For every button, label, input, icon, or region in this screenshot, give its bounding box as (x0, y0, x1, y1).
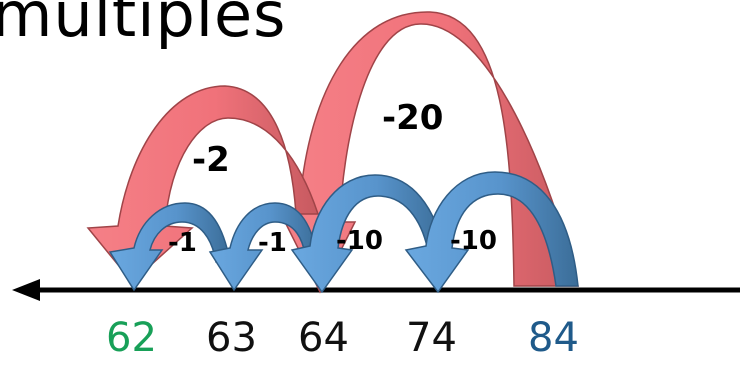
jump-arrow-minus-1-second (208, 202, 319, 292)
jump-label-minus-10-first: -10 (336, 226, 383, 256)
number-label-63: 63 (206, 315, 257, 361)
jump-label-minus-2: -2 (192, 140, 230, 180)
number-label-84: 84 (528, 315, 579, 361)
jump-label-minus-1-second: -1 (258, 228, 287, 258)
number-label-62: 62 (106, 315, 157, 361)
jump-arrow-minus-10-first (290, 174, 446, 294)
jump-label-minus-20: -20 (382, 98, 444, 138)
number-label-74: 74 (406, 315, 457, 361)
jump-label-minus-10-second: -10 (450, 226, 497, 256)
jump-arrow-minus-10-second (404, 171, 579, 294)
number-line (12, 279, 740, 301)
page-title: multiples (0, 0, 287, 51)
jump-label-minus-1-first: -1 (168, 228, 197, 258)
number-line-arrowhead (12, 279, 40, 301)
number-label-64: 64 (298, 315, 349, 361)
jump-arrow-minus-1-first (108, 202, 231, 292)
